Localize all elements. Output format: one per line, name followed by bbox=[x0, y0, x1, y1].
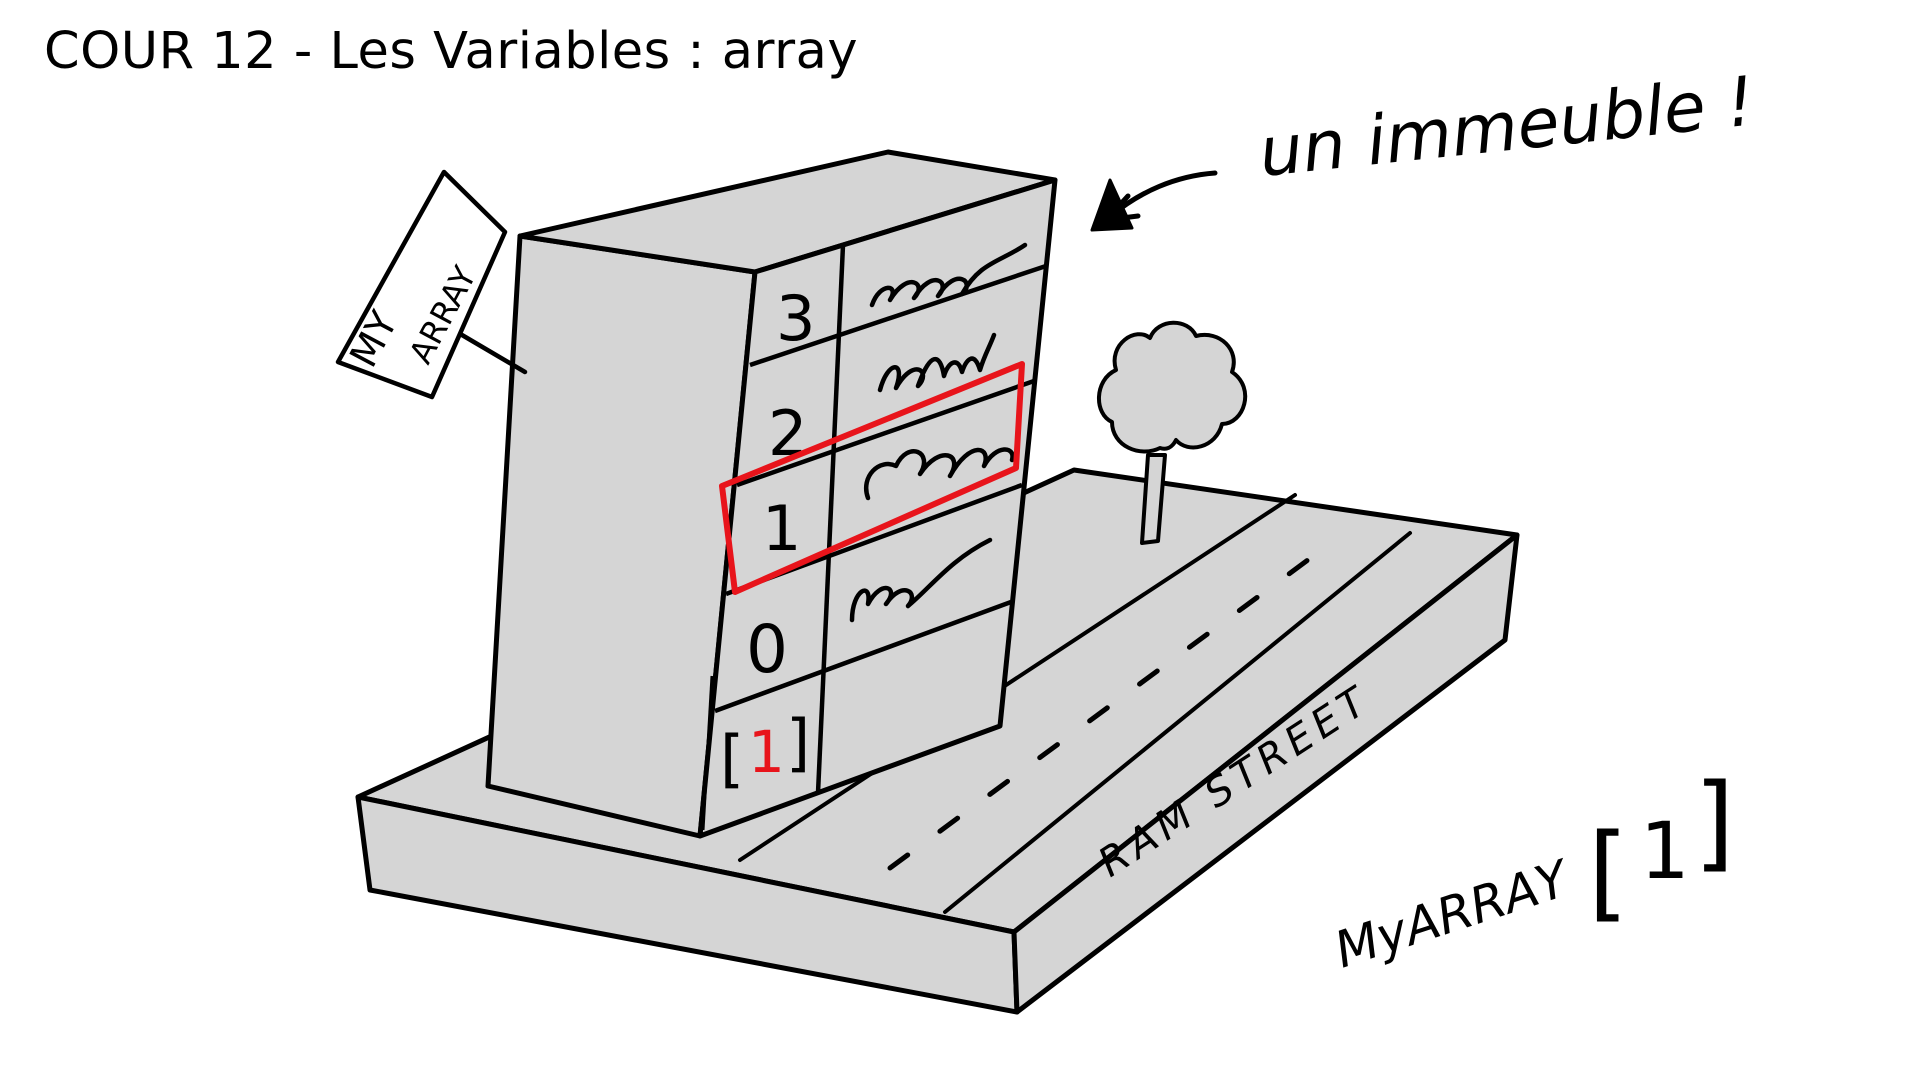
access-array-name: MyARRAY bbox=[1328, 849, 1579, 980]
annotation-arrow-icon bbox=[1109, 170, 1218, 218]
floor-value-1-scribble bbox=[864, 447, 1015, 501]
road bbox=[738, 493, 1412, 914]
access-expression: MyARRAY [ 1 ] bbox=[1328, 761, 1735, 979]
annotation: un immeuble ! bbox=[1090, 62, 1758, 232]
building bbox=[485, 149, 1058, 839]
annotation-text: un immeuble ! bbox=[1256, 62, 1758, 193]
floor-index-3: 3 bbox=[776, 282, 815, 355]
ground-floor-label: [ 1 ] bbox=[720, 706, 810, 795]
floor-index-0: 0 bbox=[746, 611, 788, 688]
ground-floor-number: 1 bbox=[748, 718, 785, 786]
ground-floor-close-bracket: ] bbox=[786, 706, 810, 779]
ground-floor-open-bracket: [ bbox=[720, 722, 744, 795]
building-sign: MY ARRAY bbox=[335, 169, 528, 400]
access-close-bracket: ] bbox=[1694, 761, 1735, 883]
tree bbox=[1097, 320, 1248, 545]
floor-index-1: 1 bbox=[762, 492, 801, 565]
page-title: COUR 12 - Les Variables : array bbox=[44, 22, 859, 81]
access-index: 1 bbox=[1640, 807, 1690, 897]
floor-values bbox=[849, 242, 1028, 623]
highlighted-floor-outline bbox=[719, 361, 1025, 595]
floor-value-0-scribble bbox=[849, 537, 993, 623]
floor-value-2-scribble bbox=[877, 332, 997, 393]
access-open-bracket: [ bbox=[1588, 811, 1629, 933]
floor-indices: 3 2 1 0 bbox=[746, 282, 815, 688]
floor-value-3-scribble bbox=[869, 242, 1028, 308]
